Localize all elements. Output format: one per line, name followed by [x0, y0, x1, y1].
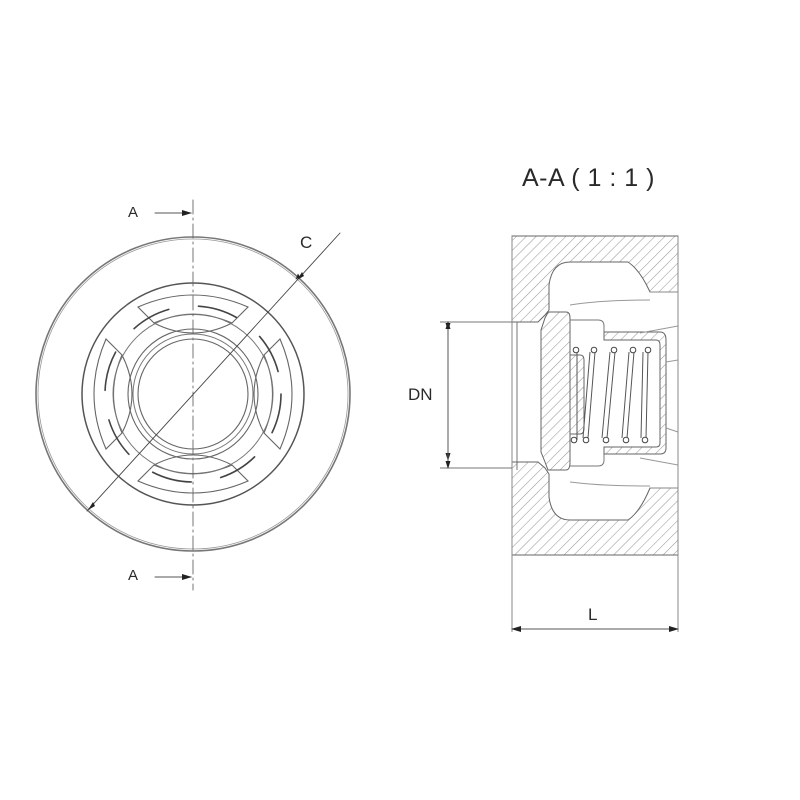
front-view: [35, 199, 351, 591]
body-section-bottom: [511, 461, 679, 556]
section-title: A-A ( 1 : 1 ): [522, 164, 655, 192]
spring-wire-sections: [570, 346, 652, 444]
valve-disc: [540, 311, 571, 471]
section-marker-top-label: A: [128, 204, 139, 221]
length-l-label: L: [588, 605, 598, 624]
dn-label: DN: [408, 385, 433, 404]
spring-housing: [603, 331, 667, 455]
spring: [576, 350, 649, 440]
diameter-c-label: C: [300, 233, 313, 252]
body-section-top: [511, 235, 679, 323]
section-marker-bottom-label: A: [128, 567, 139, 584]
section-view: [440, 235, 679, 632]
